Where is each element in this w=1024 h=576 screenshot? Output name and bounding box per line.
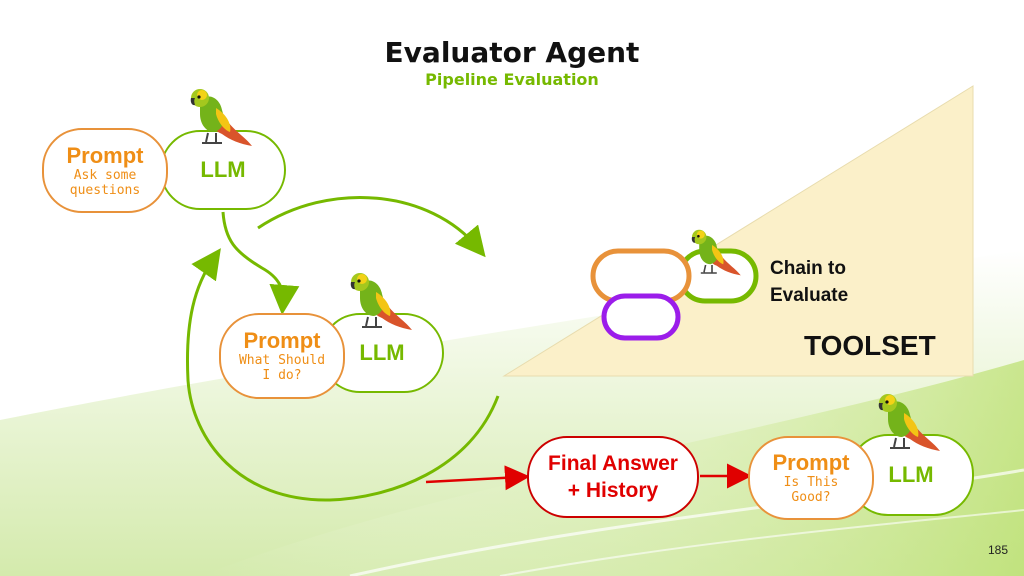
slide-title: Evaluator Agent bbox=[384, 36, 640, 69]
final-answer-line2: + History bbox=[567, 479, 659, 502]
prompt-title: Prompt bbox=[66, 142, 144, 168]
llm-label: LLM bbox=[359, 340, 405, 365]
prompt-node-evaluator: Prompt Is This Good? bbox=[748, 436, 874, 520]
llm-node-agent: LLM bbox=[160, 130, 286, 210]
arrow-to-final-answer bbox=[425, 465, 530, 491]
llm-label: LLM bbox=[888, 462, 934, 487]
toolset-label: TOOLSET bbox=[804, 330, 936, 361]
prompt-title: Prompt bbox=[243, 328, 321, 353]
final-answer-line1: Final Answer bbox=[548, 452, 678, 475]
prompt-text: Ask some bbox=[73, 167, 137, 183]
parrot-icon bbox=[691, 229, 741, 276]
prompt-text: Good? bbox=[791, 490, 831, 505]
prompt-text: What Should bbox=[238, 353, 326, 368]
prompt-text: I do? bbox=[262, 368, 302, 383]
parrot-icon bbox=[878, 394, 940, 451]
arrow-llm-to-toolset bbox=[257, 196, 486, 258]
prompt-node-agent: Prompt Ask some questions bbox=[42, 128, 168, 213]
prompt-node-step2: Prompt What Should I do? bbox=[219, 313, 345, 399]
page-number: 185 bbox=[988, 543, 1009, 557]
slide-subtitle: Pipeline Evaluation bbox=[425, 70, 599, 89]
prompt-text: Is This bbox=[783, 475, 839, 490]
llm-label: LLM bbox=[200, 157, 246, 182]
final-answer-node: Final Answer + History bbox=[527, 436, 699, 518]
prompt-text: questions bbox=[69, 182, 141, 198]
arrow-loop-back bbox=[186, 248, 500, 502]
parrot-icon bbox=[190, 89, 252, 146]
arrow-llm-to-step2 bbox=[221, 211, 300, 315]
parrot-icon bbox=[350, 273, 412, 330]
chain-to-evaluate-label: Chain to Evaluate bbox=[770, 258, 849, 306]
prompt-title: Prompt bbox=[772, 450, 850, 475]
chain-block-purple bbox=[601, 293, 681, 341]
